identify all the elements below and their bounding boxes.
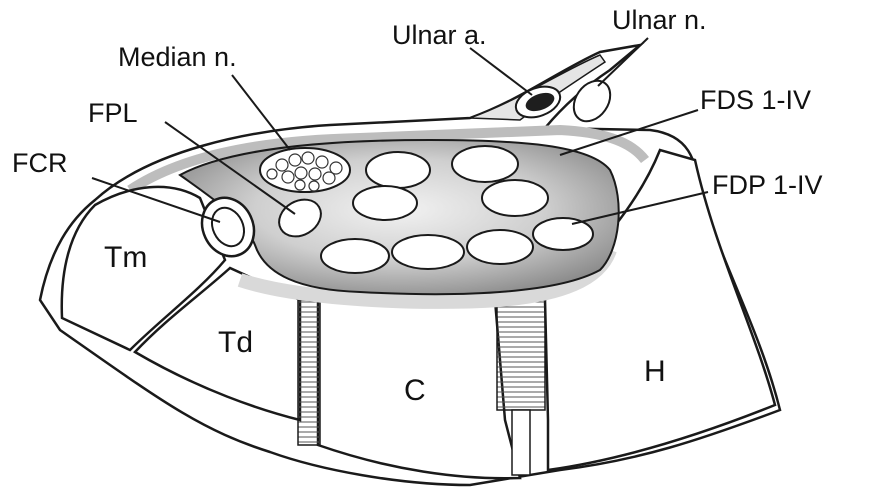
fdp-tendon-1 xyxy=(321,239,389,273)
fds-tendon-1 xyxy=(366,152,430,188)
label-median-nerve: Median n. xyxy=(118,44,237,71)
leader-ulnar-a xyxy=(470,48,532,95)
label-fdp: FDP 1-IV xyxy=(712,172,823,199)
label-ulnar-artery: Ulnar a. xyxy=(392,22,487,49)
joint-td-c xyxy=(298,300,320,445)
joint-c-h-stem xyxy=(512,410,530,475)
label-fcr: FCR xyxy=(12,150,68,177)
joint-c-h xyxy=(497,300,545,410)
label-bone-h: H xyxy=(644,357,666,387)
fds-tendon-4 xyxy=(482,180,548,216)
median-nerve xyxy=(260,148,350,192)
fdp-tendon-2 xyxy=(392,235,464,269)
label-bone-tm: Tm xyxy=(104,243,147,273)
label-ulnar-nerve: Ulnar n. xyxy=(612,7,707,34)
label-bone-td: Td xyxy=(218,328,253,358)
fdp-tendon-4 xyxy=(533,218,593,250)
fds-tendon-3 xyxy=(353,186,417,220)
label-bone-c: C xyxy=(404,376,426,406)
label-fpl: FPL xyxy=(88,100,138,127)
label-fds: FDS 1-IV xyxy=(700,87,811,114)
fds-tendon-2 xyxy=(452,146,518,182)
fdp-tendon-3 xyxy=(467,230,533,264)
